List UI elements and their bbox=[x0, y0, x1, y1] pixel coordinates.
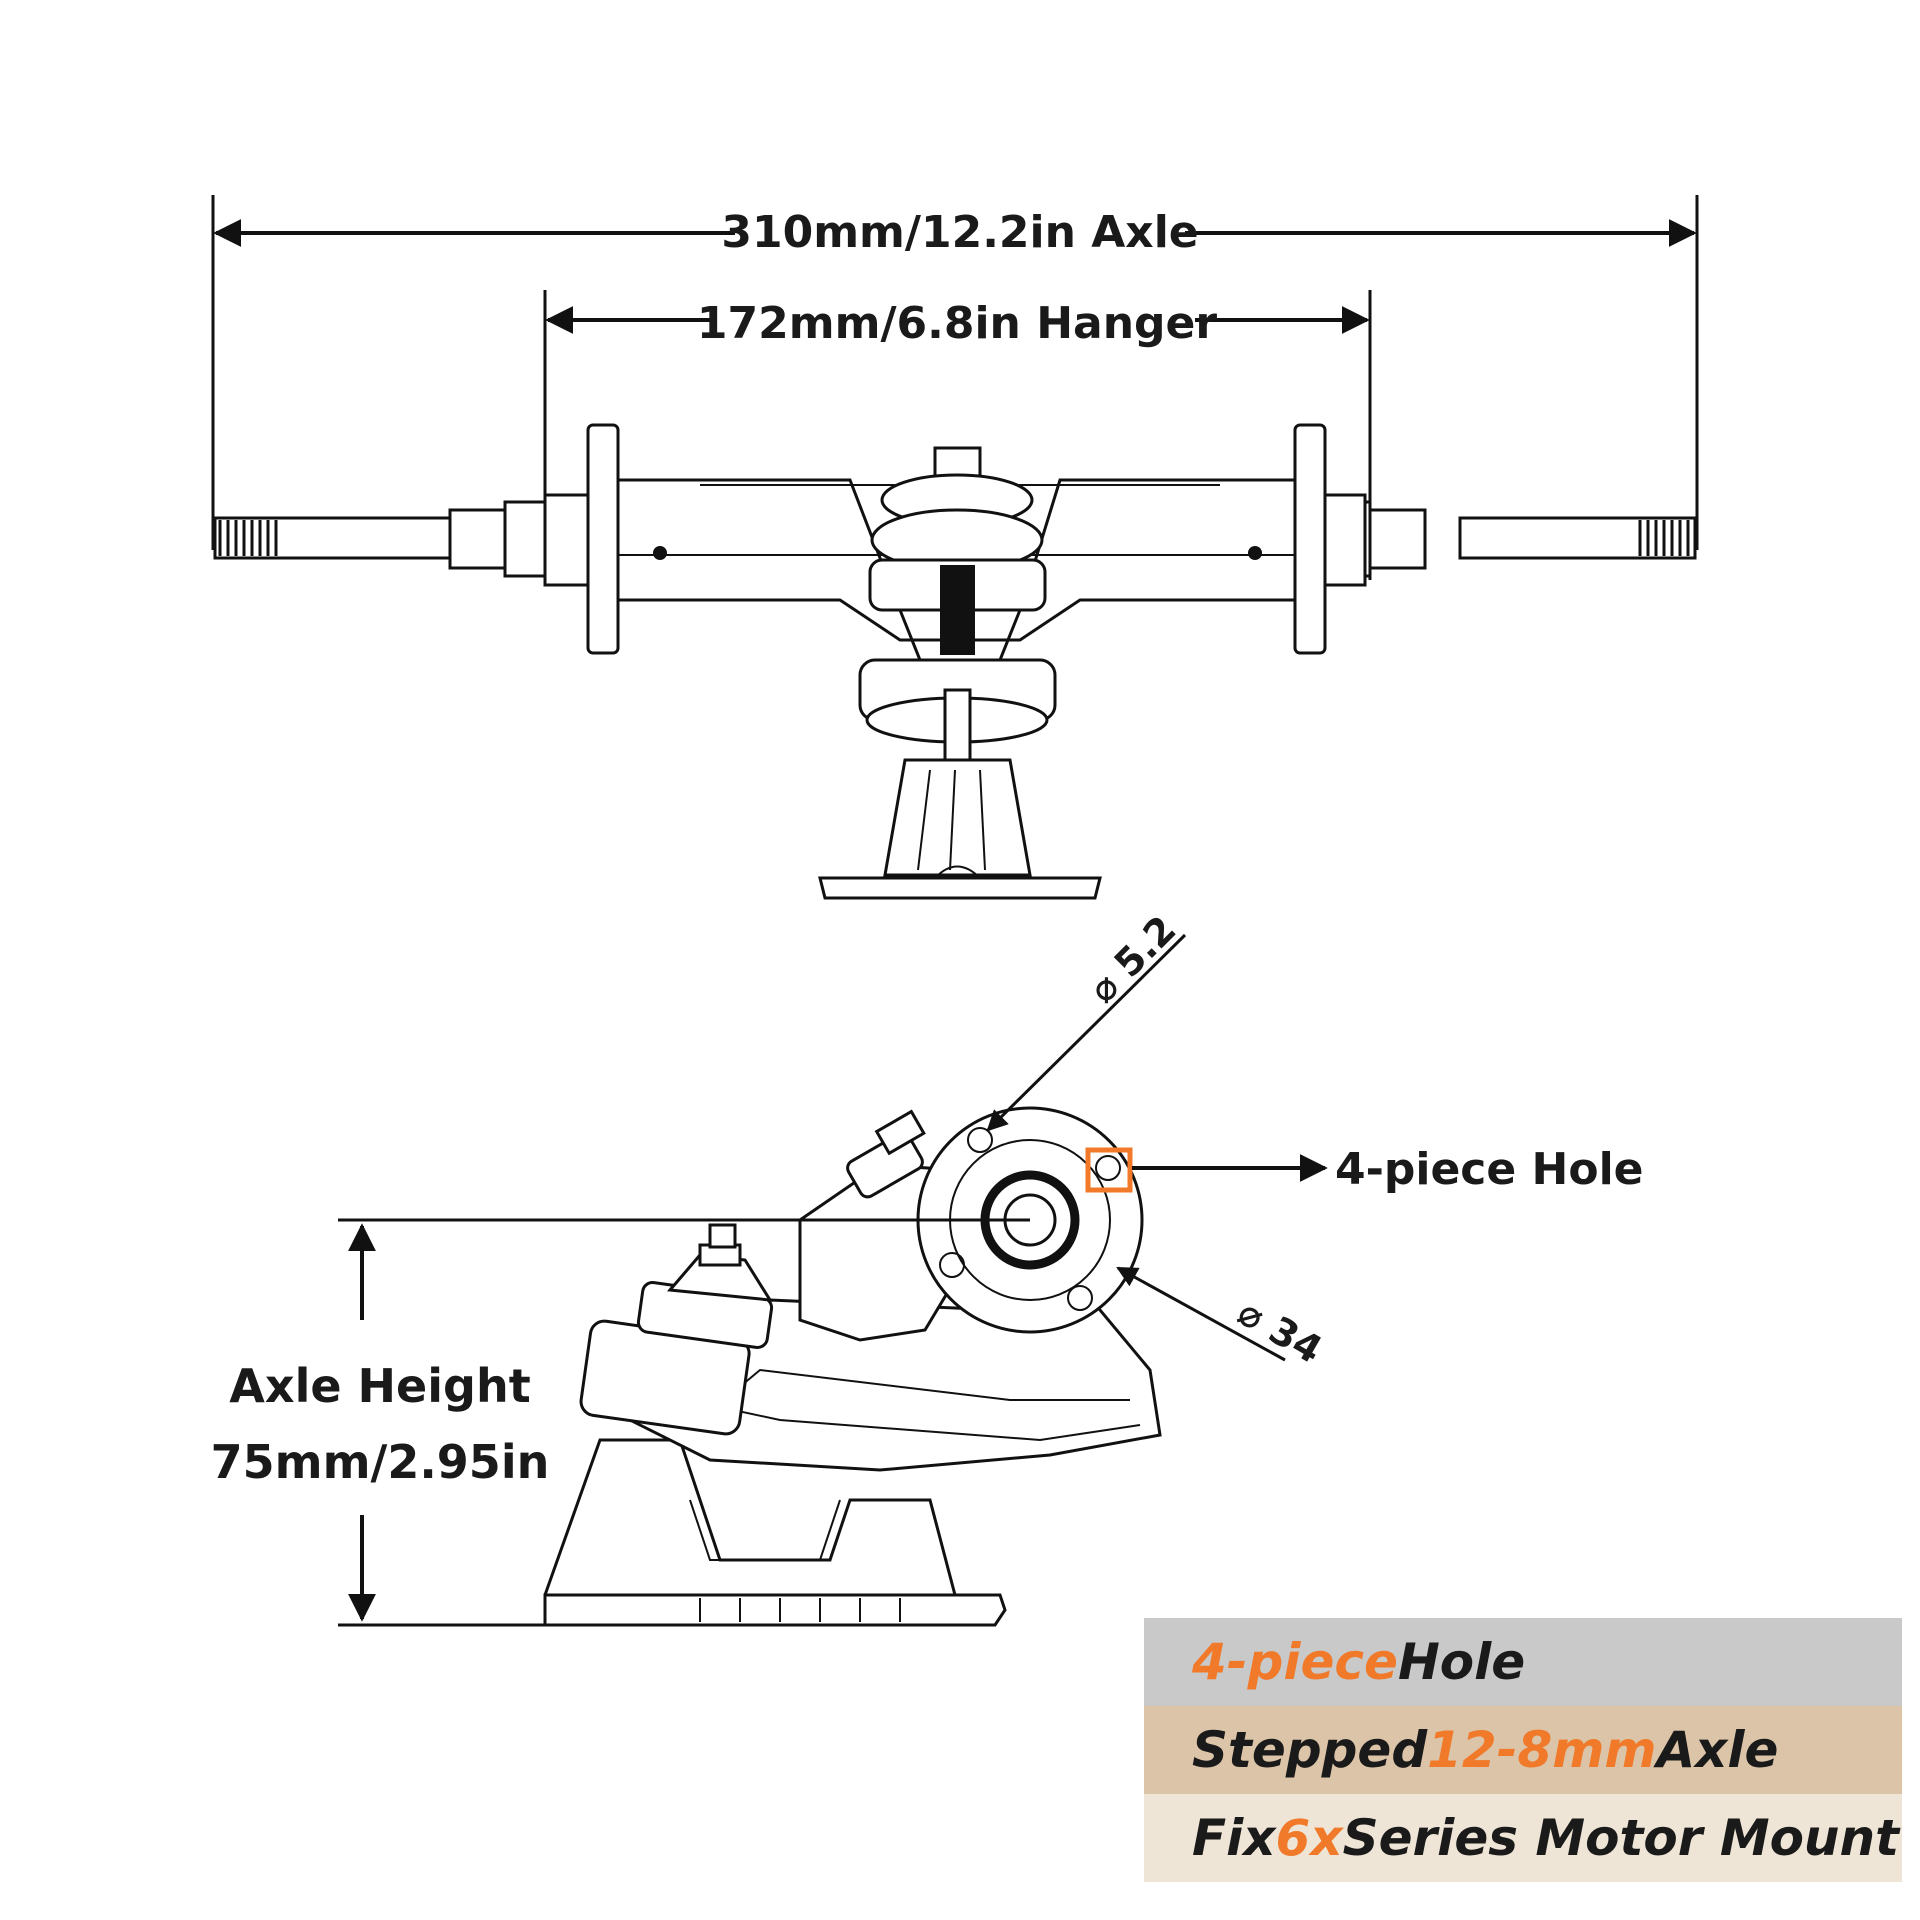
pcd-diameter-dimension: ⌀ 34 bbox=[1116, 1266, 1330, 1373]
hole-diameter-label: ⌀ 5.2 bbox=[1080, 907, 1184, 1011]
legend-row-mount: Fix 6x Series Motor Mount bbox=[1144, 1794, 1902, 1882]
legend-row-hole: 4-piece Hole bbox=[1144, 1618, 1902, 1706]
legend-hole-highlight: 4-piece bbox=[1192, 1633, 1398, 1691]
axle-height-dimension: Axle Height 75mm/2.95in bbox=[211, 1218, 1030, 1627]
hanger-width-label: 172mm/6.8in Hanger bbox=[697, 298, 1217, 349]
legend-mount-rest: Series Motor Mount bbox=[1342, 1809, 1900, 1867]
truck-front-view bbox=[213, 423, 1697, 900]
legend-axle-pre: Stepped bbox=[1192, 1721, 1428, 1779]
legend-mount-highlight: 6x bbox=[1275, 1809, 1343, 1867]
axle-length-label: 310mm/12.2in Axle bbox=[721, 207, 1198, 258]
hanger-dimension: 172mm/6.8in Hanger bbox=[543, 290, 1372, 580]
legend-mount-pre: Fix bbox=[1192, 1809, 1276, 1867]
hole-diameter-dimension: ⌀ 5.2 bbox=[986, 907, 1187, 1132]
legend-axle-highlight: 12-8mm bbox=[1427, 1721, 1657, 1779]
hole-callout: 4-piece Hole bbox=[1085, 1144, 1644, 1195]
legend-row-axle: Stepped 12-8mm Axle bbox=[1144, 1706, 1902, 1794]
feature-legend: 4-piece Hole Stepped 12-8mm Axle Fix 6x … bbox=[1144, 1618, 1902, 1882]
hole-callout-label: 4-piece Hole bbox=[1335, 1144, 1644, 1195]
truck-side-view bbox=[543, 1106, 1162, 1627]
legend-axle-rest: Axle bbox=[1656, 1721, 1779, 1779]
legend-hole-rest: Hole bbox=[1397, 1633, 1526, 1691]
axle-height-title: Axle Height bbox=[229, 1359, 530, 1413]
axle-height-value: 75mm/2.95in bbox=[211, 1435, 550, 1489]
axle-dimension: 310mm/12.2in Axle bbox=[211, 195, 1699, 550]
pcd-diameter-label: ⌀ 34 bbox=[1231, 1290, 1330, 1373]
